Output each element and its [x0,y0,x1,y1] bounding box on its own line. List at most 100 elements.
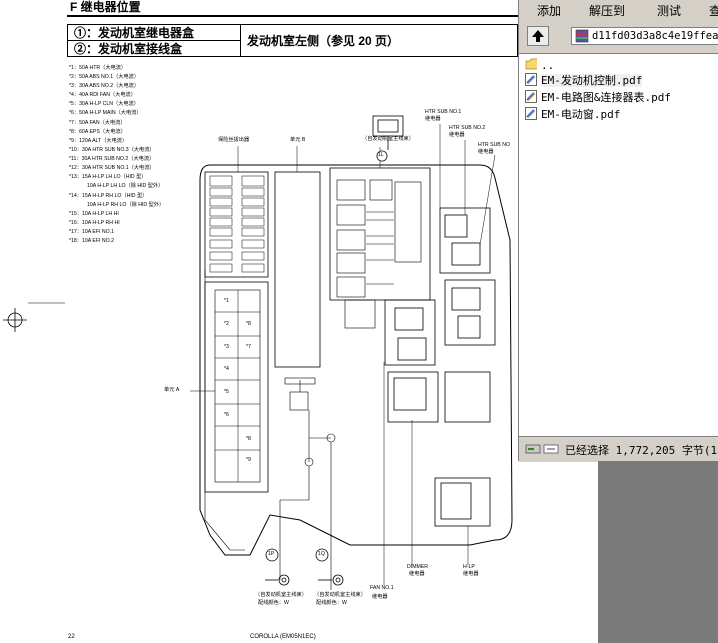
menu-view[interactable]: 查 [709,4,718,18]
up-arrow-icon [532,30,544,42]
fuse-list-item: *1：50A HTR（大电流） [69,65,127,71]
fuse-list-item: *14：15A H-LP RH LO（HID 型） [69,193,148,199]
hlp-label: H-LP [463,564,475,570]
box-housing-outline [199,164,513,556]
file-row[interactable]: EM-电路图&连接器表.pdf [525,90,671,104]
pdf-icon [525,107,537,120]
unit-a-fuse-label: *6 [224,412,229,418]
unit-a-fuse-label: *3 [224,344,229,350]
up-folder-button[interactable] [527,26,549,46]
fuse-list-item: *17：10A EFI NO.1 [69,229,114,235]
background-area [598,461,718,643]
terminal-1Q-color: 配线颜色：W [316,600,347,606]
fuse-list-item: *3：30A ABS NO.2（大电流） [69,83,140,89]
fuse-list-item: *6：50A H-LP MAIN（大电流） [69,110,142,116]
fan-no1-relay: 继电器 [372,594,388,600]
file-name: .. [541,59,555,72]
unit-a-fuse-label: *8 [246,436,251,442]
unit-a-fuse-label: *1 [224,298,229,304]
callout-1P: 1P [268,551,275,557]
status-bar: 已经选择 1,772,205 字节(1 [519,436,718,462]
fan-no1-label: FAN NO.1 [370,585,394,591]
htr-sub3-label: HTR SUB NO [478,142,510,148]
fan-relay-block [387,371,439,423]
fuse-list-item: *18：10A EFI NO.2 [69,238,114,244]
header-item-1: ①：发动机室继电器盒 [74,26,195,40]
file-list: .. EM-发动机控制.pdf EM-电路图&连接器表.pdf EM-电动窗.p… [519,54,718,436]
fuse-list-item: *13：15A H-LP LH LO（HID 型） [69,174,147,180]
fuse-list-item: 10A H-LP LH LO（除 HID 型外） [87,183,164,189]
archive-window: 添加 解压到 测试 查 d11fd03d3a8c4e19ffea5 .. [518,0,718,462]
menu-test[interactable]: 测试 [657,4,682,18]
fuse-list-item: *16：10A H-LP RH HI [69,220,120,226]
fuse-list-item: *10：30A HTR SUB NO.3（大电流） [69,147,155,153]
title-rule [67,15,518,17]
header-location: 发动机室左侧（参见 20 页） [247,34,400,48]
folder-icon [525,58,537,70]
menu-add[interactable]: 添加 [537,4,562,18]
htr-sub1-relay: 继电器 [425,116,441,122]
drive-icon [525,444,559,454]
relay-block-1L [329,167,431,301]
unit-a-fuse-label: *4 [224,366,229,372]
fuse-list-item: *7：50A FAN（大电流） [69,120,126,126]
unit-b [274,171,321,368]
dimmer-label: DIMMER [407,564,429,570]
unit-a-fuse-label: *9 [246,457,251,463]
htr-sub3-relay: 继电器 [478,149,494,155]
menu-extract-to[interactable]: 解压到 [589,4,626,18]
archive-icon [575,29,589,43]
pdf-icon [525,90,537,103]
mini-fuses [209,175,265,273]
menu-bar: 添加 解压到 测试 查 [519,0,718,20]
fuse-list-item: *4：40A RDI FAN（大电流） [69,92,136,98]
pdf-icon [525,73,537,86]
fuse-list-item: *15：10A H-LP LH HI [69,211,119,217]
unit-a [204,281,269,493]
unit-a-fuse-label: *2 [224,321,229,327]
hlp-relay: 继电器 [463,571,479,577]
unit-a-label: 单元 A [164,387,180,393]
file-row[interactable]: EM-发动机控制.pdf [525,73,643,87]
file-name: EM-电动窗.pdf [541,108,621,121]
terminal-1P-wire: （自发动机室主线束） [255,592,307,598]
file-row[interactable]: EM-电动窗.pdf [525,107,620,121]
unit-b-label: 单元 B [290,137,306,143]
fuse-list-item: *11：30A HTR SUB NO.2（大电流） [69,156,155,162]
fuse-puller-block [204,171,269,278]
fuse-list-item: *9：120A ALT（大电流） [69,138,128,144]
fuse-list-item: *12：30A HTR SUB NO.1（大电流） [69,165,155,171]
file-row-parent[interactable]: .. [525,58,554,72]
top-connector-label: （自发动机室主线束） [362,136,414,142]
fuse-list-item: *2：50A ABS NO.1（大电流） [69,74,140,80]
footer-model: COROLLA (EM05N1EC) [250,634,316,640]
file-name: EM-电路图&连接器表.pdf [541,91,671,104]
address-field[interactable]: d11fd03d3a8c4e19ffea5 [571,27,718,45]
status-text: 已经选择 1,772,205 字节(1 [565,444,718,457]
unit-a-fuse-label: *8 [246,321,251,327]
hlp-relay-block [434,477,491,527]
htr-sub1-label: HTR SUB NO.1 [425,109,462,115]
fuse-list-item: *8：60A EPS（大电流） [69,129,126,135]
callout-1L: 1L [378,152,384,158]
address-text: d11fd03d3a8c4e19ffea5 [592,30,718,42]
file-name: EM-发动机控制.pdf [541,74,643,87]
terminal-1Q [315,548,344,586]
toolbar: d11fd03d3a8c4e19ffea5 [519,19,718,54]
terminal-1P-color: 配线颜色：W [258,600,289,606]
unit-a-fuse-label: *7 [246,344,251,350]
fuse-list-item: 10A H-LP RH LO（除 HID 型外） [87,202,165,208]
header-item-2: ②：发动机室接线盒 [74,42,183,56]
page-number: 22 [68,634,75,640]
htr-sub-relay-block [439,207,491,274]
htr-sub2-relay: 继电器 [449,132,465,138]
unit-a-fuse-label: *5 [224,389,229,395]
fuse-list-item: *5：30A H-LP CLN（大电流） [69,101,139,107]
fuse-puller-label: 保险丝拔出器 [218,137,250,143]
section-title: F 继电器位置 [70,0,141,14]
dimmer-relay: 继电器 [409,571,425,577]
terminal-1Q-wire: （自发动机室主线束） [314,592,366,598]
registration-mark [3,308,27,332]
